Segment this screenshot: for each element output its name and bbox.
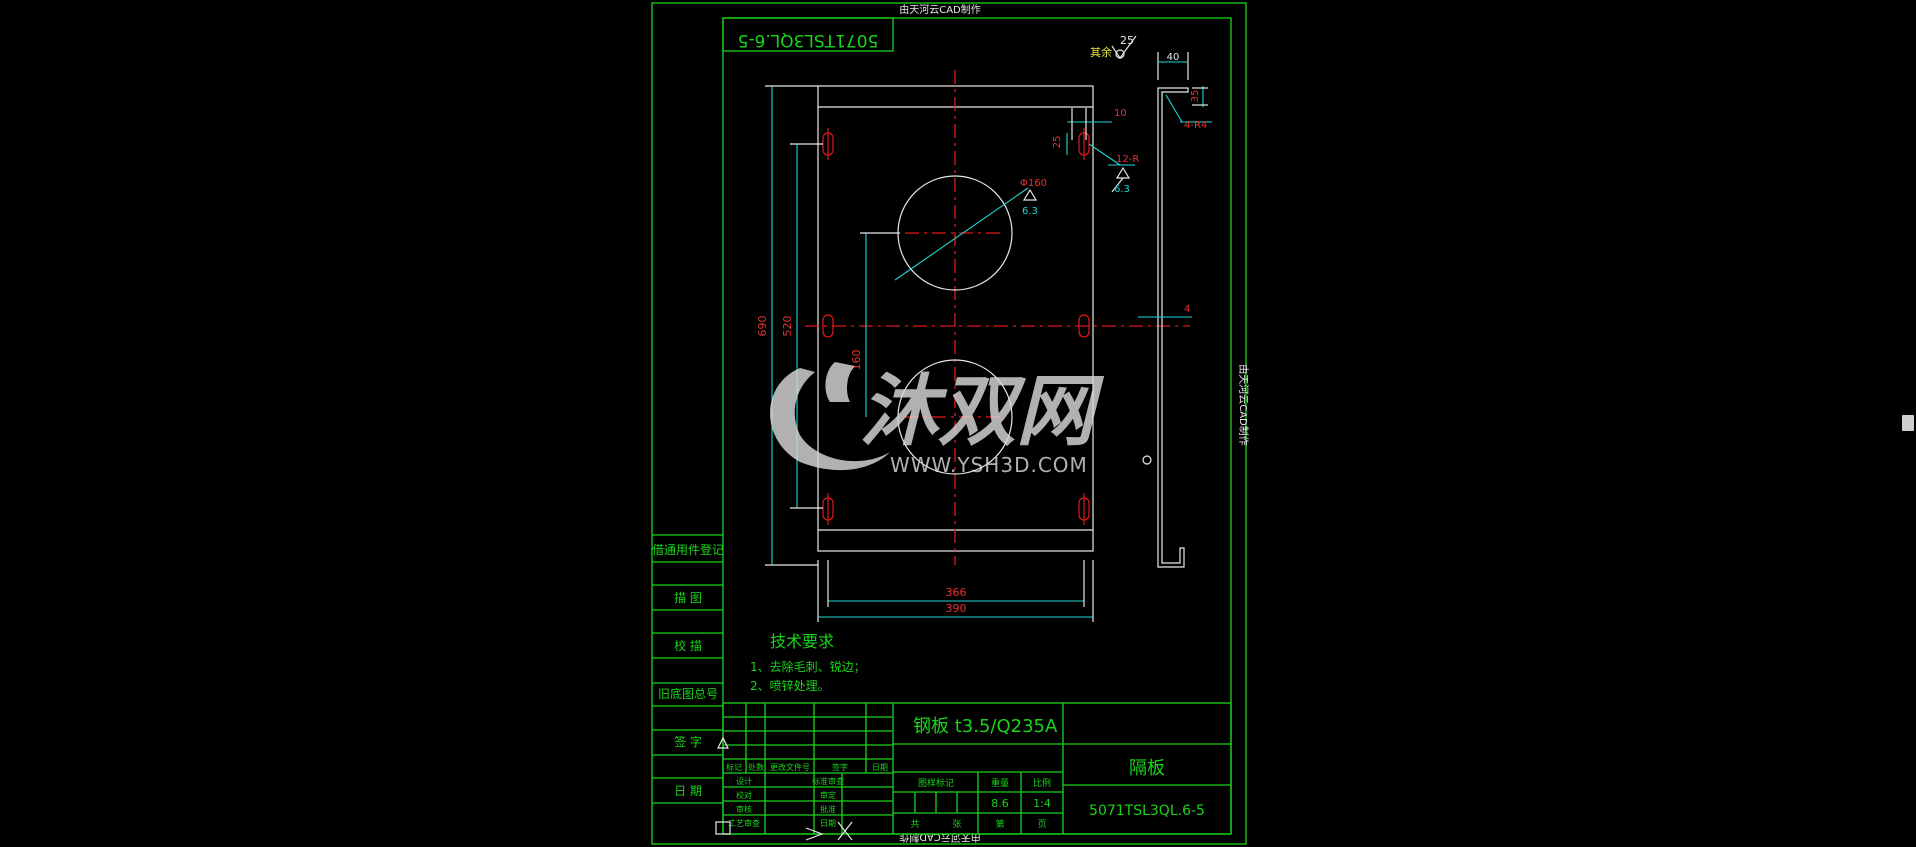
strip-label: 日 期	[674, 784, 702, 798]
side-view: 40 35 4-R4 4	[1138, 52, 1212, 568]
watermark-brand: 沐双网	[860, 367, 1105, 457]
dim-hole-span-vertical: 520	[781, 316, 794, 337]
sheet-label: 张	[952, 819, 961, 830]
slot-label: 12-R	[1116, 154, 1139, 165]
code-box-text: 5071TSL3QL.6-5	[738, 30, 879, 50]
role-label: 设计	[736, 776, 752, 786]
dim-flange-height: 35	[1190, 90, 1201, 103]
watermark-url: WWW.YSH3D.COM	[890, 453, 1088, 477]
top-note: 由天河云CAD制作	[899, 3, 981, 16]
grid-label: 重量	[991, 777, 1009, 789]
title-block-frame	[722, 702, 1232, 835]
code-box	[722, 17, 894, 52]
role-label: 批准	[820, 804, 836, 814]
corner-marker	[837, 821, 853, 841]
vertical-scrollbar[interactable]	[1902, 0, 1916, 847]
sheet-label: 共	[910, 819, 919, 830]
hole-diameter-label: Φ160	[1020, 178, 1047, 189]
slot-mid-right	[1078, 314, 1090, 338]
drawing-number: 5071TSL3QL.6-5	[1089, 803, 1205, 819]
strip-label: 旧底图总号	[658, 686, 718, 701]
roughness-slot-symbol	[1115, 166, 1131, 179]
roughness-slot-value: 6.3	[1114, 184, 1130, 195]
tech-requirement-1: 1、去除毛刺、锐边；	[750, 659, 866, 674]
strip-label: 描 图	[674, 591, 702, 605]
watermark: 沐双网 WWW.YSH3D.COM	[770, 362, 1105, 477]
hole-diameter-leader	[894, 187, 1029, 281]
weight-value: 8.6	[991, 797, 1009, 810]
strip-label: 借通用件登记	[652, 542, 724, 557]
sheet-label: 第	[995, 818, 1004, 830]
grid-label: 比例	[1033, 777, 1051, 789]
dim-thickness: 4	[1184, 304, 1190, 315]
outer-frame	[651, 2, 1247, 845]
other-roughness-value: 25	[1120, 34, 1134, 47]
projection-symbol	[717, 736, 729, 749]
lower-round-hole	[897, 359, 1013, 475]
slot-leader	[1088, 143, 1121, 166]
role-label: 审核	[736, 804, 752, 814]
roughness-tick-other	[1111, 35, 1137, 60]
dim-overall-width: 390	[946, 602, 967, 615]
slot-mid-left	[822, 314, 834, 338]
roughness-hole-value: 6.3	[1022, 206, 1038, 217]
tech-requirements-heading: 技术要求	[770, 632, 834, 651]
scrollbar-thumb[interactable]	[1902, 415, 1914, 431]
role-label: 工艺审查	[728, 818, 760, 828]
side-profile	[1157, 87, 1189, 568]
watermark-logo-icon	[770, 368, 890, 471]
title-block: 标记 处数 更改文件号 签字 日期 设计 校对 审核 工艺审查 标准审查 审定 …	[715, 702, 1232, 841]
sheet-label: 页	[1037, 819, 1046, 830]
header-label: 签字	[832, 762, 848, 772]
header-label: 日期	[872, 763, 888, 772]
role-label: 标准审查	[812, 776, 844, 786]
grid-label: 图样标记	[918, 777, 954, 789]
dim-top-offset: 25	[1052, 136, 1063, 149]
roughness-slot-leader	[1111, 177, 1124, 193]
header-label: 标记	[726, 762, 742, 772]
tech-requirement-2: 2、喷锌处理。	[750, 679, 830, 693]
corner-marker	[715, 821, 731, 835]
bottom-note: 由天河云CAD制作	[899, 831, 981, 844]
dim-flange-width: 40	[1167, 52, 1180, 63]
dim-center-height: 160	[850, 350, 863, 371]
material-label: 钢板 t3.5/Q235A	[913, 716, 1058, 737]
roughness-hole-symbol	[1022, 188, 1038, 201]
left-strip: 借通用件登记 描 图 校 描 旧底图总号 签 字 日 期	[652, 542, 724, 804]
strip-label: 签 字	[674, 734, 702, 749]
scale-value: 1:4	[1033, 797, 1051, 810]
watermark-logo-icon	[825, 362, 855, 402]
header-label: 处数	[748, 762, 764, 772]
role-label: 校对	[736, 790, 752, 800]
dim-slot-offset: 10	[1114, 108, 1127, 119]
dim-hole-span-width: 366	[946, 586, 967, 599]
side-note: 由天河云CAD制作	[1237, 364, 1250, 446]
bend-radius-label: 4-R4	[1184, 120, 1207, 131]
role-label: 审定	[820, 790, 836, 800]
dim-overall-height: 690	[756, 316, 769, 337]
part-name: 隔板	[1129, 758, 1165, 779]
corner-marker	[805, 827, 824, 841]
bend-leader	[1165, 94, 1183, 123]
side-marker	[1142, 455, 1152, 465]
role-label: 日期	[820, 819, 836, 828]
header-label: 更改文件号	[770, 762, 810, 772]
strip-label: 校 描	[674, 638, 702, 653]
other-roughness-label: 其余	[1090, 45, 1112, 59]
